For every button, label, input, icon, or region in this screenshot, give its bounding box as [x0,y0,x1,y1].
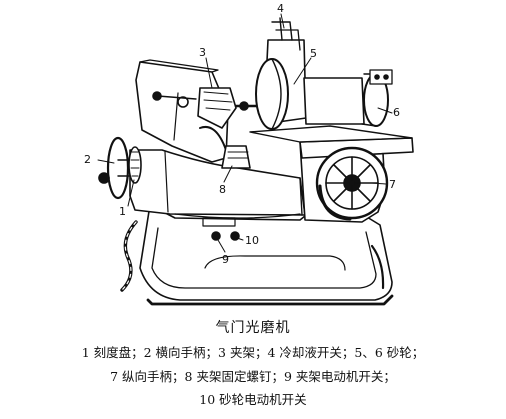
legend-line-1: 1 刻度盘；2 横向手柄；3 夹架；4 冷却液开关；5、6 砂轮； [81,345,425,360]
figure-title: 气门光磨机 [215,320,291,336]
callout-5: 5 [310,47,317,60]
callout-labels: 1 2 3 4 5 6 7 8 9 10 [84,2,400,266]
callout-6: 6 [393,106,400,119]
callout-7: 7 [389,178,396,191]
legend-line-3: 10 砂轮电动机开关 [199,392,307,407]
callout-2: 2 [84,153,91,166]
callout-4: 4 [277,2,284,15]
clamp-fixing-screw [221,145,251,169]
callout-3: 3 [199,46,206,59]
wheel-motor-switch [230,231,240,241]
scale-dial [128,146,142,184]
clamp-frame [135,59,229,163]
machine-base [139,204,394,306]
grinding-wheel-6 [303,69,393,127]
callout-9: 9 [222,253,229,266]
leader-lines [97,13,393,253]
power-cable [120,220,138,292]
longitudinal-handwheel [315,146,389,221]
legend-line-2: 7 纵向手柄；8 夹架固定螺钉；9 夹架电动机开关； [110,369,396,384]
callout-1: 1 [119,205,126,218]
clamp-motor-switch [211,231,221,241]
callout-10: 10 [245,234,259,247]
transverse-handle [98,136,137,200]
valve-grinder-illustration: 1 2 3 4 5 6 7 8 9 10 [84,2,414,306]
grinding-wheel-5 [249,58,413,143]
callout-8: 8 [219,183,226,196]
